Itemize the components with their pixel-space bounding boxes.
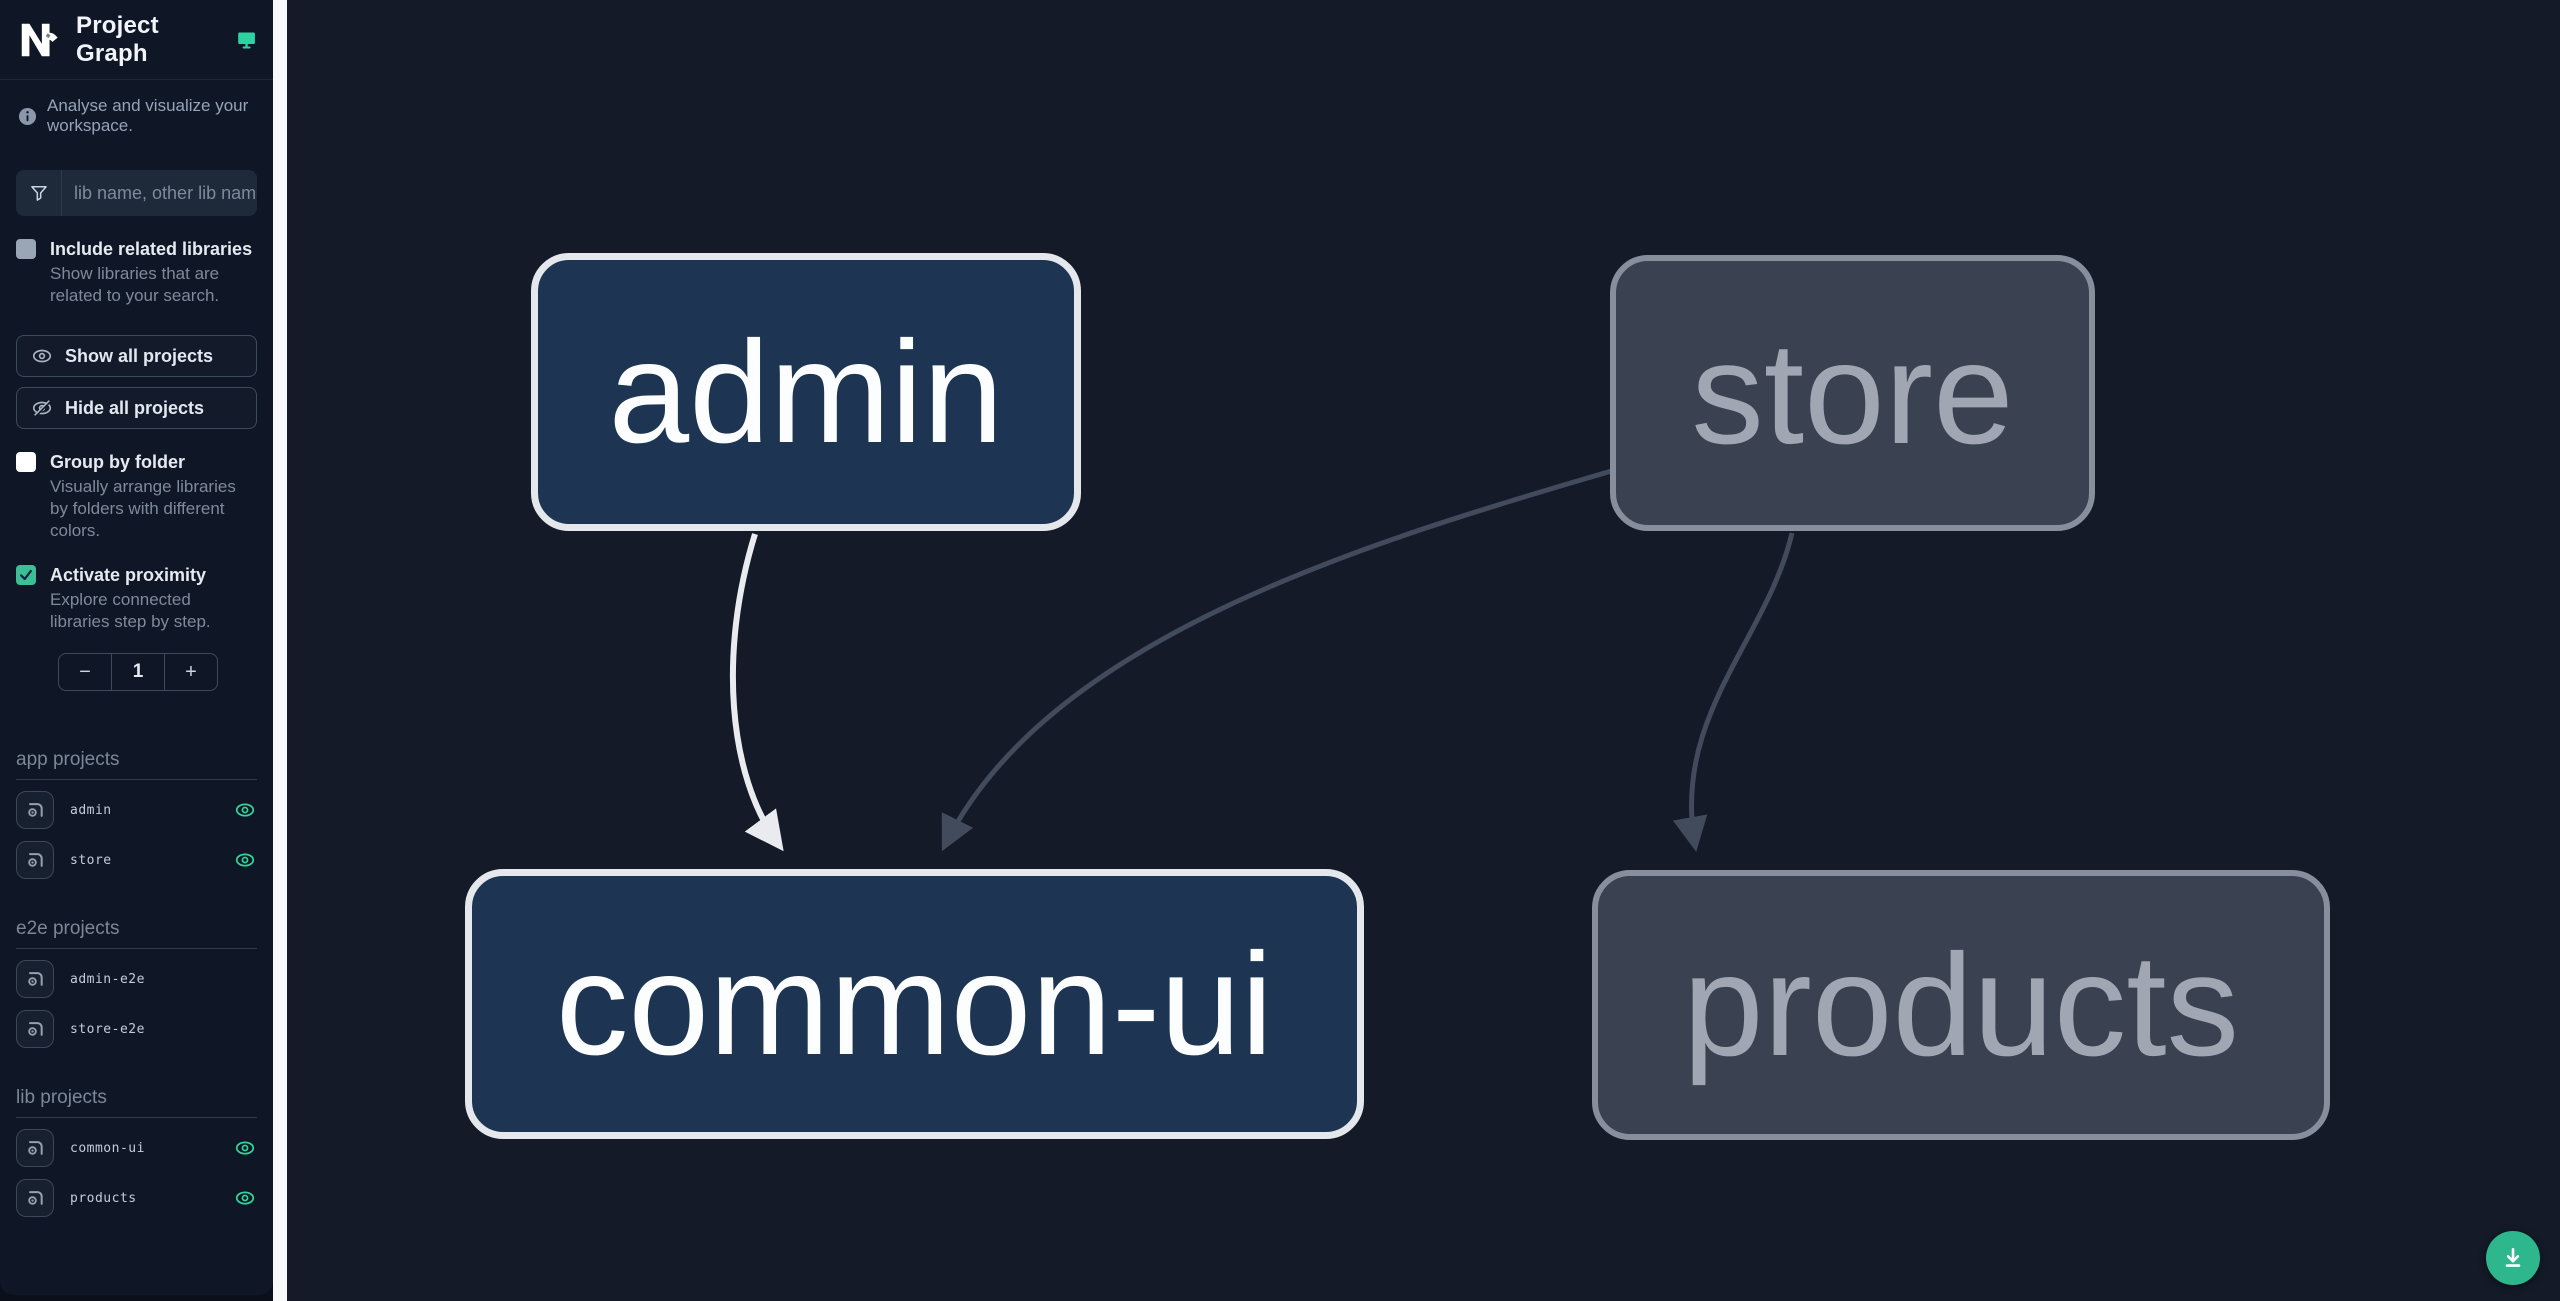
toggle-activate-proximity: Activate proximity Explore connected lib… — [0, 564, 273, 633]
focus-icon — [28, 853, 43, 867]
eye-off-icon — [32, 400, 52, 417]
section-heading: lib projects — [16, 1087, 257, 1118]
section-heading: app projects — [16, 749, 257, 780]
funnel-icon — [30, 186, 47, 201]
eye-icon — [235, 803, 255, 817]
project-list-item-products: products — [16, 1178, 257, 1218]
sidebar-resize-divider[interactable] — [273, 0, 287, 1301]
download-icon — [2505, 1248, 2521, 1267]
toggle-visibility-button[interactable] — [233, 848, 257, 872]
eye-icon — [235, 1141, 255, 1155]
project-list-item-store-e2e: store-e2e — [16, 1009, 257, 1049]
check-icon — [20, 569, 32, 581]
graph-node-products[interactable]: products — [1592, 870, 2330, 1140]
sidebar: Project Graph Analyse and visualize your… — [0, 0, 273, 1295]
group-by-folder-checkbox[interactable] — [16, 452, 36, 472]
filter-box — [16, 170, 257, 216]
proximity-value: 1 — [132, 661, 144, 682]
stepper-divider — [111, 654, 112, 690]
focus-project-button[interactable] — [16, 791, 54, 829]
toggle-description: Visually arrange libraries by folders wi… — [50, 477, 236, 540]
toggle-label: Activate proximity — [50, 565, 207, 585]
project-name: store — [70, 852, 112, 868]
graph-node-store[interactable]: store — [1610, 255, 2095, 531]
node-label: products — [1682, 923, 2240, 1086]
node-label: store — [1691, 311, 2014, 474]
project-list-item-admin-e2e: admin-e2e — [16, 959, 257, 999]
section-app-projects: app projects admin — [0, 749, 273, 880]
toggle-include-related: Include related libraries Show libraries… — [0, 238, 273, 307]
toggle-visibility-button[interactable] — [233, 798, 257, 822]
graph-node-common-ui[interactable]: common-ui — [465, 869, 1364, 1139]
eye-icon — [32, 349, 52, 363]
nx-logo-icon — [21, 23, 58, 56]
toggle-description: Explore connected libraries step by step… — [50, 590, 211, 631]
eye-icon — [235, 853, 255, 867]
edge-store-to-products[interactable] — [1672, 532, 1795, 852]
filter-icon-cell — [16, 170, 62, 216]
project-name: products — [70, 1190, 137, 1206]
project-name: admin-e2e — [70, 971, 145, 987]
project-list-item-store: store — [16, 840, 257, 880]
tagline-row: Analyse and visualize your workspace. — [0, 80, 273, 144]
focus-project-button[interactable] — [16, 1010, 54, 1048]
download-graph-button[interactable] — [2486, 1231, 2540, 1285]
sidebar-header: Project Graph — [0, 0, 273, 80]
section-lib-projects: lib projects common-ui — [0, 1087, 273, 1218]
monitor-icon[interactable] — [236, 28, 257, 52]
project-name: admin — [70, 802, 112, 818]
node-label: admin — [608, 310, 1004, 473]
tagline-text: Analyse and visualize your workspace. — [47, 96, 249, 135]
edge-store-to-common-ui[interactable] — [941, 467, 1616, 852]
section-e2e-projects: e2e projects admin-e2e — [0, 918, 273, 1049]
focus-icon — [28, 1141, 43, 1155]
proximity-increment-button[interactable]: + — [165, 654, 217, 690]
toggle-description: Show libraries that are related to your … — [50, 264, 220, 305]
toggle-visibility-button[interactable] — [233, 1186, 257, 1210]
proximity-decrement-button[interactable]: − — [59, 654, 111, 690]
focus-project-button[interactable] — [16, 960, 54, 998]
project-list-item-admin: admin — [16, 790, 257, 830]
page-title: Project Graph — [76, 11, 159, 67]
info-icon — [18, 107, 37, 125]
toggle-label: Include related libraries — [50, 239, 253, 259]
node-label: common-ui — [555, 922, 1274, 1085]
hide-all-projects-button[interactable]: Hide all projects — [16, 387, 257, 429]
focus-project-button[interactable] — [16, 1179, 54, 1217]
show-all-projects-label: Show all projects — [65, 345, 214, 366]
focus-icon — [28, 972, 43, 986]
graph-node-admin[interactable]: admin — [531, 253, 1081, 531]
focus-project-button[interactable] — [16, 841, 54, 879]
focus-icon — [28, 1191, 43, 1205]
section-heading: e2e projects — [16, 918, 257, 949]
toggle-label: Group by folder — [50, 452, 185, 472]
edge-admin-to-common-ui[interactable] — [729, 533, 784, 852]
activate-proximity-checkbox[interactable] — [16, 565, 36, 585]
proximity-stepper: − 1 + — [58, 653, 218, 691]
show-all-projects-button[interactable]: Show all projects — [16, 335, 257, 377]
include-related-checkbox[interactable] — [16, 239, 36, 259]
toggle-visibility-button[interactable] — [233, 1136, 257, 1160]
focus-icon — [28, 803, 43, 817]
focus-icon — [28, 1022, 43, 1036]
filter-input[interactable] — [62, 170, 257, 216]
eye-icon — [235, 1191, 255, 1205]
hide-all-projects-label: Hide all projects — [65, 397, 205, 418]
stepper-divider — [164, 654, 165, 690]
project-list-item-common-ui: common-ui — [16, 1128, 257, 1168]
project-name: store-e2e — [70, 1021, 145, 1037]
graph-canvas[interactable]: admin store common-ui products — [287, 0, 2560, 1301]
project-name: common-ui — [70, 1140, 145, 1156]
toggle-group-by-folder: Group by folder Visually arrange librari… — [0, 451, 273, 542]
focus-project-button[interactable] — [16, 1129, 54, 1167]
graph-edges — [729, 467, 1795, 852]
